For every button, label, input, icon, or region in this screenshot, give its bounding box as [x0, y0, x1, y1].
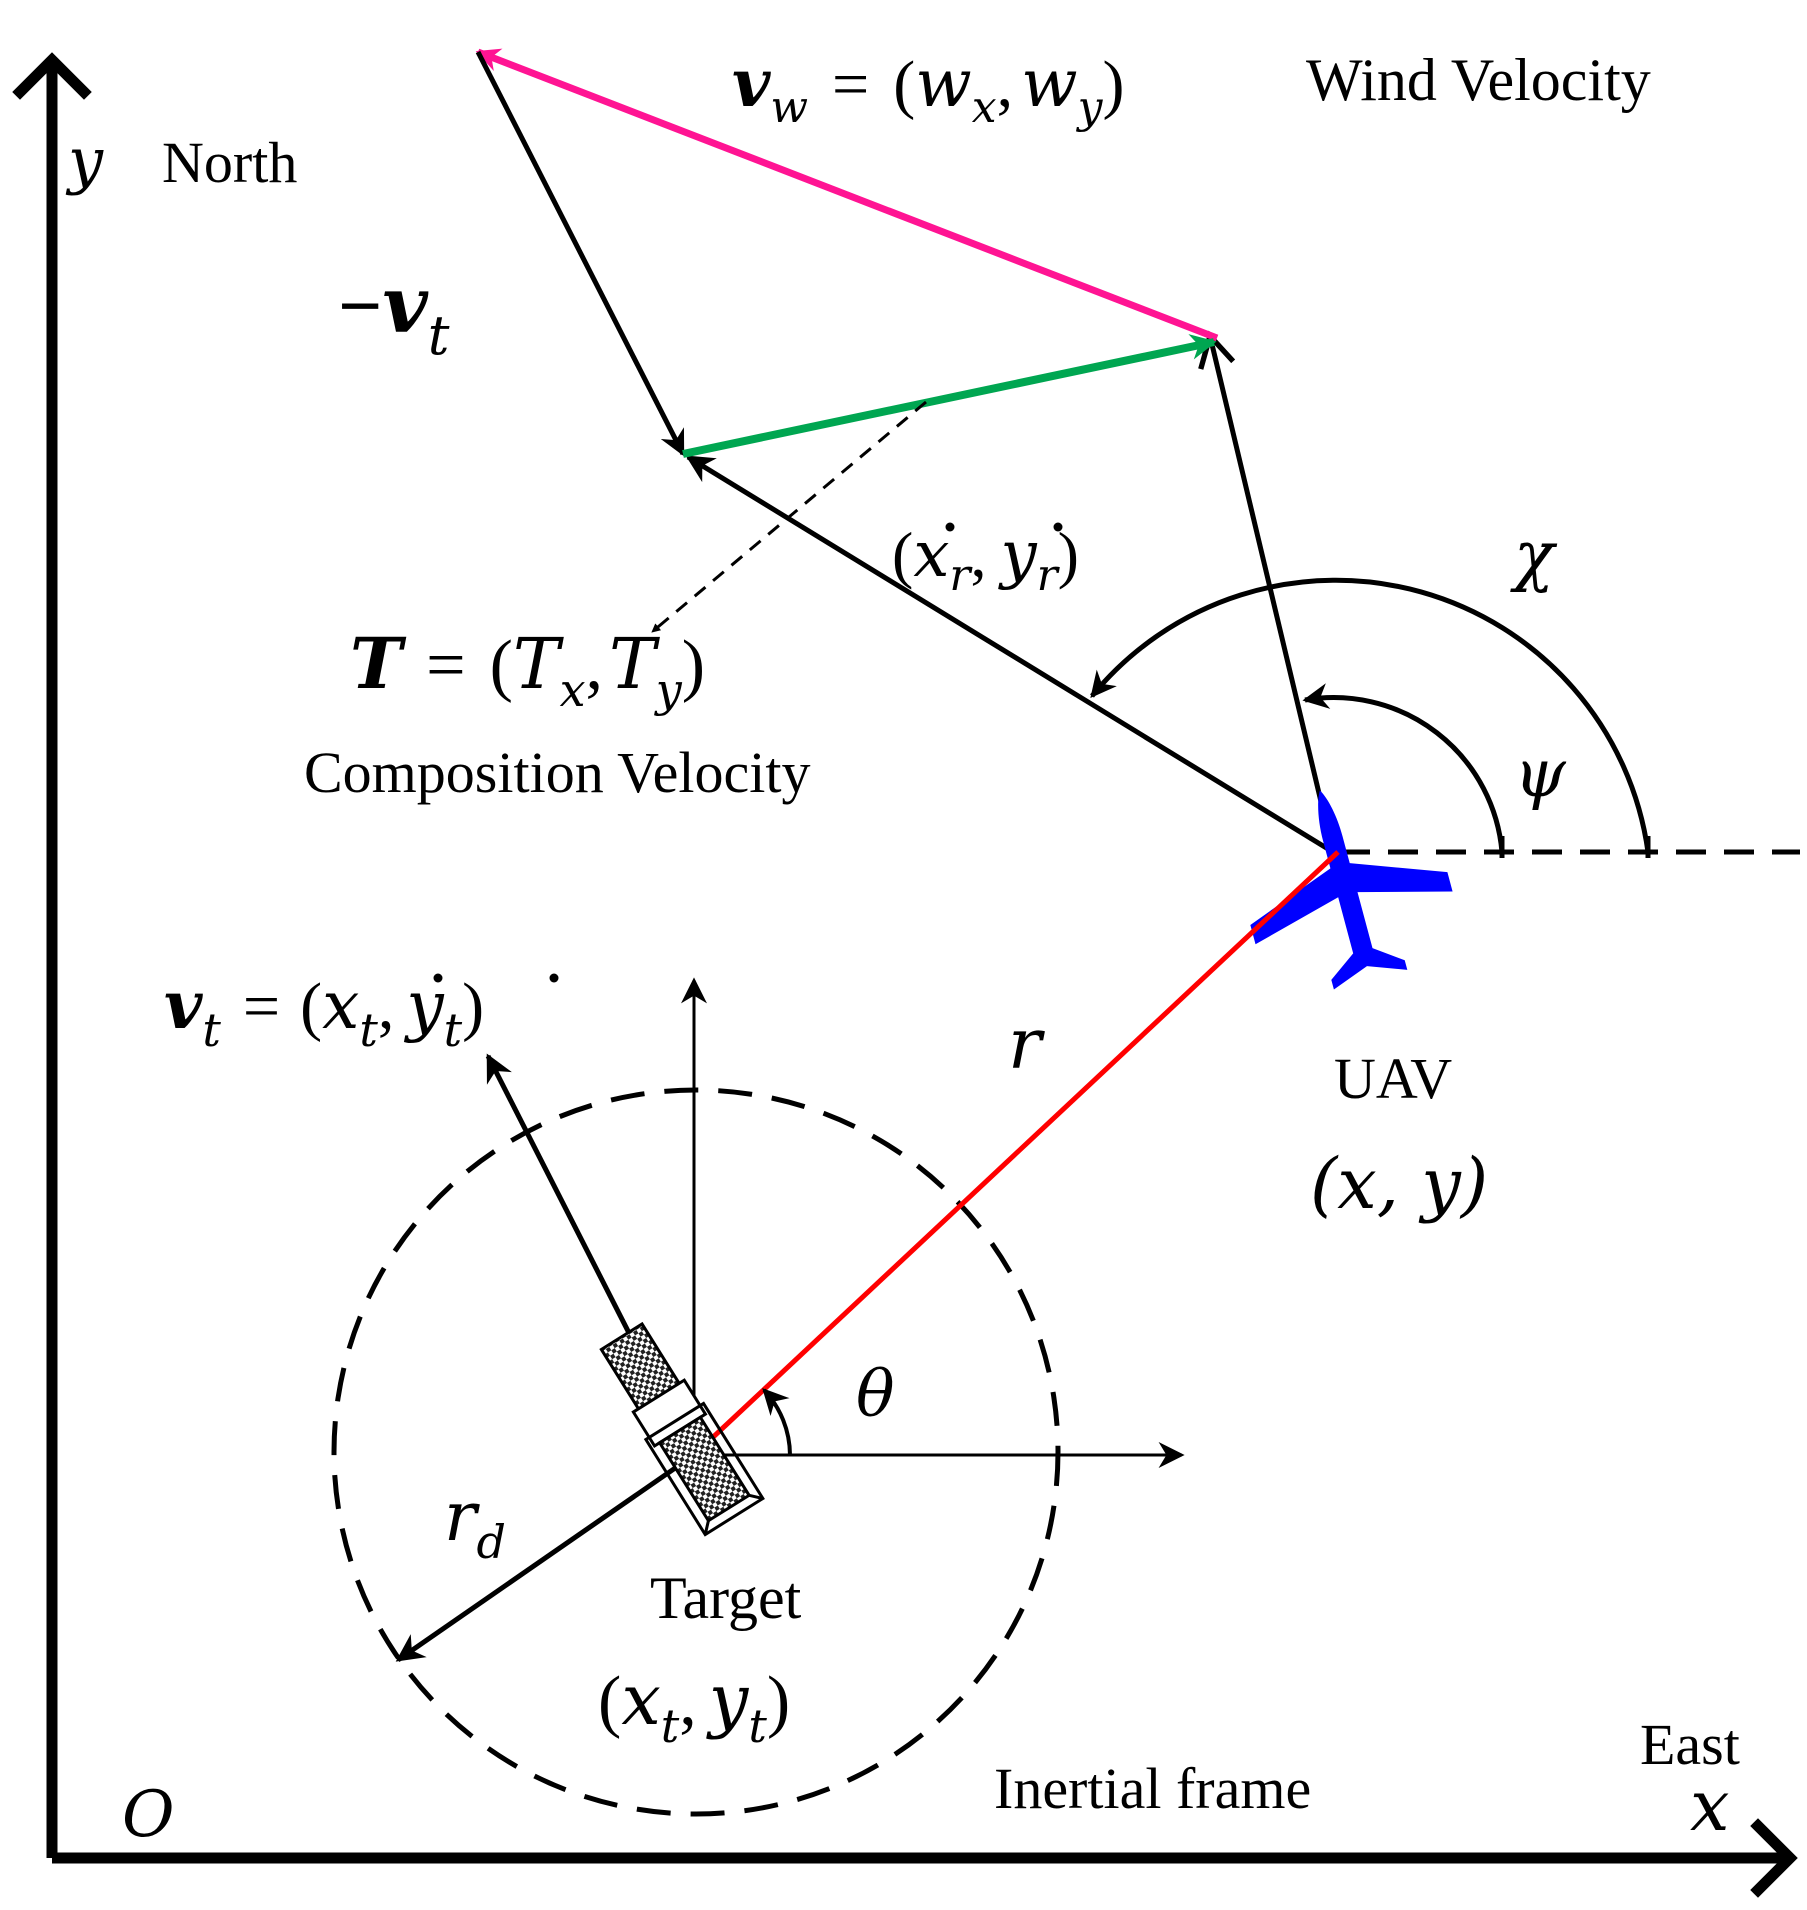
neg-target-velocity-label: −vt — [338, 260, 450, 367]
tv-subscript: t — [202, 1003, 221, 1057]
composition-velocity-name: Composition Velocity — [304, 740, 810, 805]
composition-resultant-vector — [682, 334, 1217, 458]
wind-wx-sub: x — [972, 82, 997, 133]
rel-comma: , — [970, 519, 986, 590]
range-line — [692, 850, 1340, 1457]
comp-tx-sub: x — [560, 663, 586, 717]
neg-v-symbol: v — [382, 260, 429, 351]
rel-close-paren: ) — [1058, 519, 1079, 590]
tv-x-dot — [433, 973, 443, 983]
tv-y-sub: t — [444, 1003, 463, 1057]
chi-angle-arc — [1090, 577, 1651, 853]
tv-close-paren: ) — [462, 970, 484, 1043]
wind-velocity-vector — [475, 48, 1219, 342]
rel-y-dot — [1053, 522, 1063, 532]
tv-comma: , — [378, 970, 395, 1043]
standoff-radius-arrow — [395, 1452, 696, 1663]
target-coordinates: (xt,yt) — [598, 1659, 790, 1753]
comp-ty: T — [609, 623, 660, 705]
x-axis-arrowhead — [1750, 1818, 1798, 1898]
comp-equals: = — [426, 627, 465, 704]
tgt-open-paren: ( — [598, 1663, 621, 1740]
y-axis-symbol: y — [65, 124, 104, 197]
rel-x-dot — [945, 522, 955, 532]
composition-velocity-vector — [651, 400, 927, 634]
comp-close-paren: ) — [682, 627, 705, 704]
uav-airplane-icon — [1250, 790, 1453, 990]
wind-symbol: v — [732, 44, 771, 122]
origin-label: O — [122, 1778, 174, 1852]
neg-minus: − — [338, 262, 382, 349]
x-axis-symbol: x — [1690, 1765, 1729, 1847]
tgt-close-paren: ) — [767, 1663, 790, 1740]
tgt-comma: , — [679, 1663, 697, 1740]
comp-tx: T — [513, 623, 564, 705]
tv-open-paren: ( — [300, 970, 322, 1043]
wind-close-paren: ) — [1102, 48, 1124, 121]
composition-velocity-equation: T=(Tx,Ty) — [350, 622, 705, 717]
psi-label: ψ — [1514, 735, 1567, 812]
standoff-radius-label: rd — [444, 1478, 506, 1569]
comp-comma: , — [586, 627, 604, 704]
relative-velocity-vector — [685, 454, 1335, 855]
inertial-axes — [12, 52, 1798, 1898]
target-vehicle-icon — [599, 1321, 765, 1537]
psi-angle-arc — [1302, 683, 1505, 853]
airspeed-vector — [1198, 330, 1336, 853]
theta-angle-arc — [762, 1388, 792, 1456]
rel-x-sub: r — [949, 550, 973, 601]
wind-open-paren: ( — [893, 48, 915, 121]
rd-subscript: d — [477, 1515, 506, 1569]
frame-label: Inertial frame — [994, 1756, 1311, 1821]
relative-velocity-label: (xr,yr) — [892, 518, 1079, 601]
rel-open-paren: ( — [892, 519, 913, 590]
target-name: Target — [650, 1565, 802, 1631]
wind-comma: , — [997, 48, 1014, 121]
wind-velocity-equation: vw=(wx,wy) — [732, 44, 1124, 133]
wind-velocity-name: Wind Velocity — [1306, 47, 1651, 113]
tv-y-dot — [549, 973, 559, 983]
uav-coordinates: (x, y) — [1310, 1143, 1488, 1225]
wind-equals: = — [832, 48, 869, 121]
tv-x: x — [322, 967, 359, 1044]
rel-y: y — [997, 518, 1037, 592]
target-velocity-equation: vt=(xt,yt) — [164, 966, 484, 1057]
wind-subscript: w — [770, 82, 808, 133]
y-axis-direction: North — [162, 130, 297, 195]
wind-wy: w — [1021, 45, 1078, 122]
chi-label: χ — [1510, 517, 1558, 594]
standoff-circle — [331, 1087, 1061, 1817]
tv-symbol: v — [164, 966, 203, 1044]
tgt-y-sub: t — [748, 1699, 767, 1753]
y-axis-arrowhead — [12, 52, 92, 100]
tgt-x-sub: t — [661, 1699, 680, 1753]
tgt-y: y — [706, 1659, 750, 1741]
neg-v-subscript: t — [428, 304, 450, 367]
tv-x-sub: t — [359, 1003, 378, 1057]
wind-wy-sub: y — [1076, 82, 1104, 133]
comp-open-paren: ( — [490, 627, 513, 704]
x-axis-direction: East — [1640, 1712, 1740, 1777]
uav-name: UAV — [1334, 1046, 1452, 1111]
rel-y-sub: r — [1037, 550, 1061, 601]
neg-target-velocity-vector — [475, 50, 686, 457]
tv-equals: = — [243, 970, 280, 1043]
comp-T-symbol: T — [350, 622, 407, 705]
theta-label: θ — [856, 1358, 895, 1432]
rd-symbol: r — [444, 1478, 480, 1557]
wind-wx: w — [915, 45, 972, 122]
tgt-x: x — [621, 1659, 660, 1741]
range-label: r — [1008, 1003, 1045, 1085]
rel-x: x — [913, 518, 949, 592]
comp-ty-sub: y — [654, 663, 683, 717]
